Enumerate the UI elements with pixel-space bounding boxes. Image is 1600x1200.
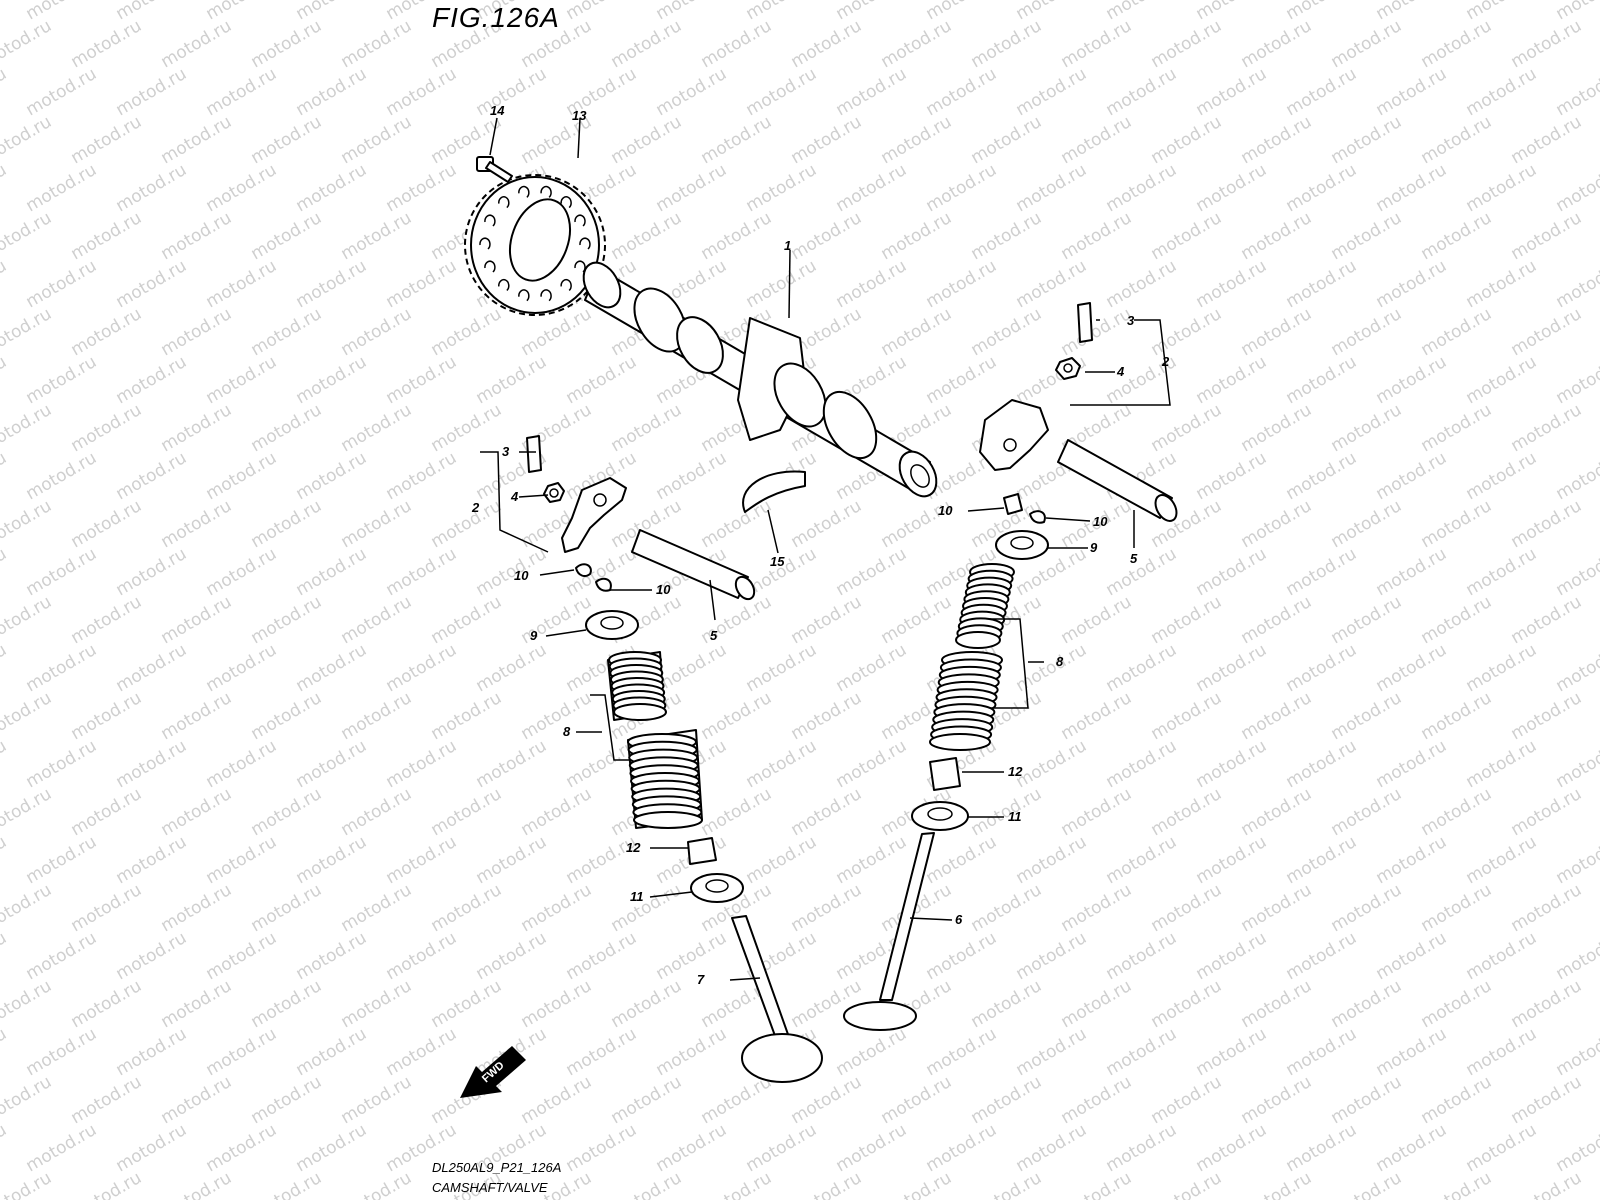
sprocket-hole (540, 289, 552, 302)
spring-coil (955, 631, 1001, 649)
sprocket-hole (518, 289, 530, 302)
sprocket-hole (560, 278, 572, 291)
spring-coil (929, 733, 991, 751)
callout-15: 15 (770, 554, 785, 569)
callout-3-right: 3 (1127, 313, 1135, 328)
sprocket-hole (540, 185, 552, 198)
part-15-half-ring (742, 470, 806, 513)
callout-4-left: 4 (510, 489, 519, 504)
callout-10-b: 10 (656, 582, 671, 597)
sprocket-hole (498, 278, 510, 291)
callout-3-left: 3 (502, 444, 510, 459)
sprocket-hole (479, 237, 491, 250)
callout-7: 7 (697, 972, 705, 987)
callout-10-a: 10 (514, 568, 529, 583)
figure-title: FIG.126A (432, 2, 560, 33)
part-13-cam-sprocket (464, 174, 606, 316)
callout-12-right: 12 (1008, 764, 1023, 779)
callout-8-right: 8 (1056, 654, 1064, 669)
right-rocker-assembly (843, 302, 1178, 1031)
spring-coil (633, 811, 703, 829)
fwd-arrow: FWD (460, 1046, 526, 1098)
callout-6: 6 (955, 912, 963, 927)
diagram-name: CAMSHAFT/VALVE (432, 1180, 548, 1195)
sprocket-hole (518, 185, 530, 198)
callouts: 13 14 1 3 2 4 3 2 4 10 10 9 5 15 8 12 11… (471, 103, 1170, 987)
callout-2-left: 2 (471, 500, 480, 515)
callout-12-left: 12 (626, 840, 641, 855)
callout-8-left: 8 (563, 724, 571, 739)
callout-5-right: 5 (1130, 551, 1138, 566)
callout-13: 13 (572, 108, 587, 123)
sprocket-hole (484, 260, 496, 273)
callout-11-left: 11 (630, 889, 644, 904)
leader-lines (480, 117, 1171, 981)
callout-9-left: 9 (530, 628, 538, 643)
diagram-code: DL250AL9_P21_126A (432, 1160, 562, 1175)
sprocket-hole (574, 214, 586, 227)
callout-14: 14 (490, 103, 505, 118)
callout-10-d: 10 (1093, 514, 1108, 529)
callout-10-c: 10 (938, 503, 953, 518)
sprocket-hole (579, 237, 591, 250)
callout-2-right: 2 (1161, 354, 1170, 369)
callout-1: 1 (784, 238, 791, 253)
sprocket-hole (484, 214, 496, 227)
part-1-camshaft (582, 261, 938, 498)
sprocket-hole (560, 196, 572, 209)
callout-9-right: 9 (1090, 540, 1098, 555)
sprocket-hole (498, 196, 510, 209)
callout-11-right: 11 (1008, 809, 1022, 824)
left-rocker-assembly (526, 435, 823, 1083)
part-14-bolt (476, 156, 513, 183)
callout-5-left: 5 (710, 628, 718, 643)
callout-4-right: 4 (1116, 364, 1125, 379)
spring-coil (613, 703, 667, 721)
